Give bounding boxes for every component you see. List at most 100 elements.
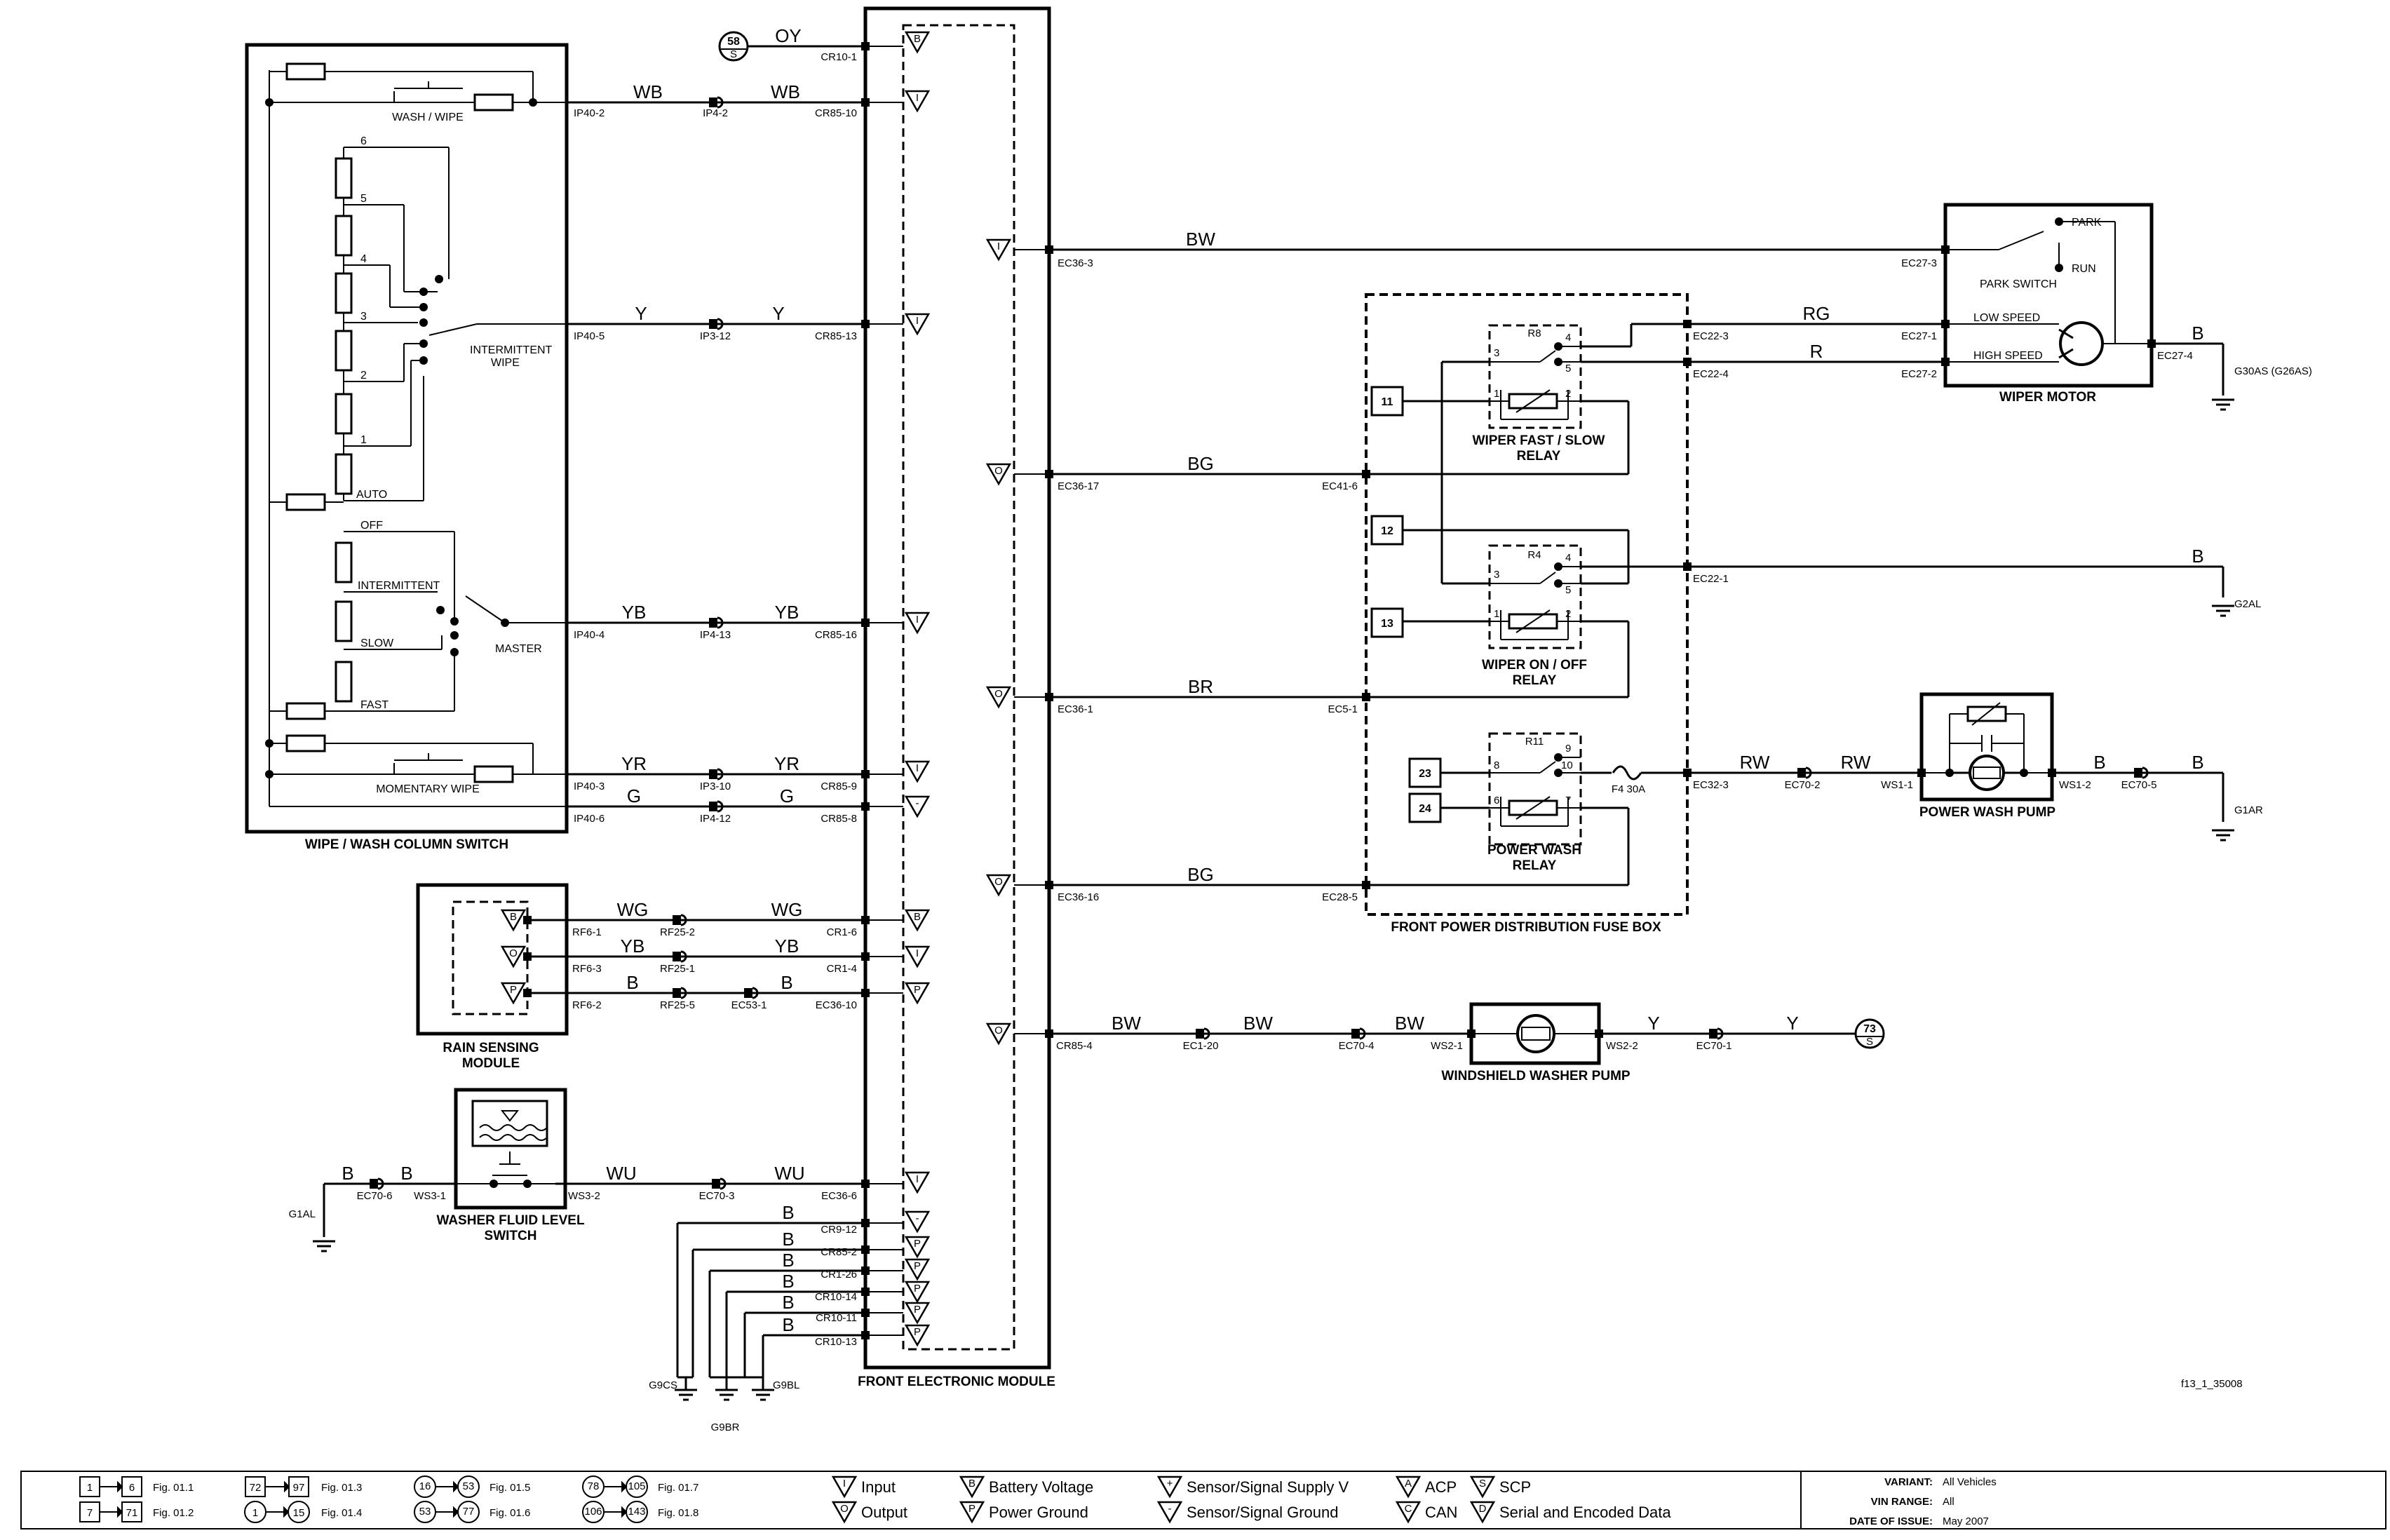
svg-text:53: 53 (463, 1480, 475, 1492)
svg-text:G: G (780, 785, 794, 806)
washer-fluid-switch: WASHER FLUID LEVEL SWITCH (436, 1088, 585, 1243)
svg-text:Sensor/Signal Ground: Sensor/Signal Ground (1187, 1504, 1338, 1521)
legend-fig-ranges: 1 6 7 71 72 97 1 15 16 53 53 77 78 105 1… (79, 1475, 698, 1523)
svg-text:CR85-2: CR85-2 (821, 1246, 857, 1258)
svg-text:EC28-5: EC28-5 (1322, 891, 1358, 903)
svg-text:S: S (1479, 1478, 1486, 1490)
svg-text:105: 105 (628, 1480, 645, 1492)
fuse-box: FRONT POWER DISTRIBUTION FUSE BOX 11 12 … (1362, 293, 1692, 935)
svg-text:9: 9 (1565, 743, 1571, 755)
svg-text:BW: BW (1395, 1013, 1424, 1034)
svg-text:YB: YB (621, 936, 645, 957)
svg-text:IP3-12: IP3-12 (700, 330, 731, 342)
svg-text:FRONT POWER DISTRIBUTION FUSE: FRONT POWER DISTRIBUTION FUSE BOX (1391, 920, 1661, 935)
svg-text:O: O (994, 465, 1003, 477)
svg-text:Power Ground: Power Ground (989, 1504, 1088, 1521)
svg-text:EC70-2: EC70-2 (1785, 779, 1821, 791)
svg-text:EC27-4: EC27-4 (2157, 350, 2193, 362)
svg-text:EC1-20: EC1-20 (1183, 1040, 1219, 1052)
svg-text:13: 13 (1381, 618, 1393, 630)
svg-text:EC70-1: EC70-1 (1696, 1040, 1732, 1052)
svg-text:71: 71 (126, 1507, 138, 1519)
svg-text:P: P (914, 1260, 921, 1272)
svg-text:O: O (994, 876, 1003, 888)
svg-text:YB: YB (622, 602, 647, 623)
fem-title: FRONT ELECTRONIC MODULE (858, 1374, 1055, 1389)
wash-wipe-label: WASH / WIPE (392, 112, 464, 123)
svg-text:All: All (1943, 1496, 1954, 1508)
power-wash-pump: POWER WASH PUMP (1917, 692, 2056, 820)
svg-text:Y: Y (772, 303, 784, 324)
svg-text:10: 10 (1561, 759, 1573, 771)
svg-text:EC36-16: EC36-16 (1058, 891, 1099, 903)
svg-text:G1AL: G1AL (289, 1208, 316, 1220)
svg-text:A: A (1405, 1478, 1412, 1490)
svg-text:Serial and Encoded Data: Serial and Encoded Data (1499, 1504, 1671, 1521)
svg-text:Y: Y (1786, 1013, 1798, 1034)
svg-text:I: I (843, 1478, 846, 1490)
svg-text:B: B (781, 972, 792, 993)
svg-text:143: 143 (628, 1506, 645, 1518)
svg-text:B: B (782, 1229, 794, 1250)
svg-text:EC32-3: EC32-3 (1693, 779, 1729, 791)
svg-text:B: B (914, 33, 921, 45)
svg-text:EC36-10: EC36-10 (816, 999, 857, 1011)
svg-text:1: 1 (1494, 608, 1499, 620)
svg-text:RF6-2: RF6-2 (572, 999, 602, 1011)
svg-text:POWER WASH PUMP: POWER WASH PUMP (1919, 805, 2056, 820)
svg-text:IP40-4: IP40-4 (574, 629, 605, 641)
svg-text:F4 30A: F4 30A (1612, 783, 1645, 795)
svg-text:YR: YR (774, 753, 799, 774)
svg-text:VARIANT:: VARIANT: (1884, 1476, 1933, 1488)
svg-text:Output: Output (861, 1504, 907, 1521)
svg-text:+: + (1167, 1478, 1173, 1490)
svg-text:Fig. 01.8: Fig. 01.8 (658, 1507, 698, 1519)
svg-text:CR85-4: CR85-4 (1056, 1040, 1093, 1052)
svg-text:6: 6 (129, 1482, 135, 1494)
svg-text:P: P (914, 984, 921, 996)
svg-text:WS2-2: WS2-2 (1606, 1040, 1638, 1052)
svg-text:12: 12 (1381, 525, 1393, 537)
rain-sensing-module: B O P RAIN SENSING MODULE (416, 883, 569, 1071)
svg-text:7: 7 (1565, 795, 1571, 806)
svg-text:G2AL: G2AL (2234, 598, 2261, 610)
svg-text:G: G (627, 785, 641, 806)
svg-text:BG: BG (1187, 864, 1214, 885)
svg-text:R8: R8 (1527, 327, 1541, 339)
relay-fast-slow-l2: RELAY (1517, 449, 1561, 464)
legend: 1 6 7 71 72 97 1 15 16 53 53 77 78 105 1… (20, 1471, 2386, 1529)
svg-text:Fig. 01.5: Fig. 01.5 (490, 1482, 530, 1494)
svg-text:B: B (968, 1478, 975, 1490)
svg-text:WINDSHIELD WASHER PUMP: WINDSHIELD WASHER PUMP (1441, 1069, 1631, 1083)
svg-text:B: B (2192, 752, 2203, 773)
svg-text:BR: BR (1188, 676, 1213, 697)
offpage-58: 58 S (718, 31, 749, 62)
svg-text:R: R (1810, 341, 1823, 362)
svg-text:RW: RW (1841, 752, 1871, 773)
svg-text:I: I (916, 1173, 919, 1185)
svg-text:3: 3 (1494, 347, 1499, 359)
svg-text:B: B (510, 911, 517, 923)
svg-text:CAN: CAN (1425, 1504, 1457, 1521)
svg-text:Y: Y (1647, 1013, 1659, 1034)
svg-text:C: C (1405, 1503, 1412, 1515)
svg-text:P: P (510, 984, 517, 996)
svg-text:78: 78 (588, 1480, 600, 1492)
svg-text:BW: BW (1112, 1013, 1141, 1034)
svg-text:106: 106 (584, 1506, 602, 1518)
svg-text:7: 7 (87, 1507, 93, 1519)
svg-text:EC41-6: EC41-6 (1322, 480, 1358, 492)
svg-text:B: B (914, 911, 921, 923)
svg-text:EC36-1: EC36-1 (1058, 703, 1093, 715)
svg-text:P: P (914, 1304, 921, 1316)
pos-1: 1 (360, 434, 367, 446)
svg-text:RUN: RUN (2072, 263, 2096, 275)
svg-text:EC36-3: EC36-3 (1058, 257, 1093, 269)
svg-text:I: I (997, 241, 1000, 252)
relay-power-wash-l1: POWER WASH (1487, 843, 1581, 858)
svg-text:CR10-1: CR10-1 (821, 51, 857, 63)
svg-text:RG: RG (1803, 303, 1830, 324)
svg-text:-: - (1168, 1503, 1172, 1515)
svg-text:IP40-2: IP40-2 (574, 107, 605, 119)
svg-text:G30AS (G26AS): G30AS (G26AS) (2234, 365, 2312, 377)
